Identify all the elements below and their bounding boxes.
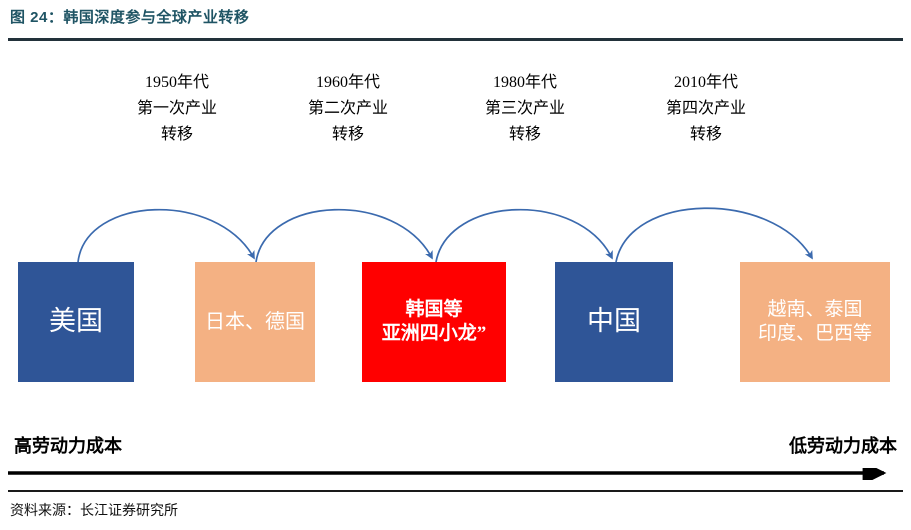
country-box-emerging-label: 越南、泰国 印度、巴西等	[758, 298, 872, 346]
phase-caption-4: 2010年代 第四次产业 转移	[621, 70, 791, 148]
country-box-china-label: 中国	[587, 306, 641, 337]
labor-cost-low-label: 低劳动力成本	[789, 436, 897, 456]
phase-wave-3: 第三次产业	[484, 100, 565, 117]
phase-era-4: 2010年代	[673, 74, 738, 91]
country-box-korea-line1: 韩国等	[405, 299, 463, 321]
transfer-arrow-2	[255, 208, 433, 263]
phase-wave-2: 第二次产业	[307, 100, 388, 117]
phase-wave-1: 第一次产业	[136, 100, 217, 117]
country-box-korea-label: 韩国等 亚洲四小龙”	[382, 298, 487, 346]
phase-era-2: 1960年代	[315, 74, 380, 91]
country-box-emerging-line1: 越南、泰国	[767, 299, 863, 321]
source-note: 资料来源：长江证券研究所	[10, 504, 178, 519]
country-box-japan-germany-label: 日本、德国	[205, 310, 305, 333]
footer-divider	[8, 490, 903, 492]
phase-move-3: 转移	[508, 126, 541, 143]
country-box-japan-germany[interactable]: 日本、德国	[195, 262, 315, 382]
labor-cost-high-label: 高劳动力成本	[14, 436, 122, 456]
phase-move-2: 转移	[331, 126, 364, 143]
transfer-arrow-1	[77, 208, 255, 263]
phase-move-4: 转移	[689, 126, 722, 143]
country-box-usa[interactable]: 美国	[18, 262, 134, 382]
country-box-korea-line2: 亚洲四小龙”	[381, 323, 487, 344]
phase-era-3: 1980年代	[492, 74, 557, 91]
transfer-arrow-3	[435, 208, 613, 263]
page-title: 图 24：韩国深度参与全球产业转移	[10, 9, 250, 26]
labor-cost-axis-arrow	[8, 468, 887, 480]
phase-caption-3: 1980年代 第三次产业 转移	[440, 70, 610, 148]
phase-wave-4: 第四次产业	[665, 100, 746, 117]
title-divider	[8, 38, 903, 41]
phase-caption-2: 1960年代 第二次产业 转移	[263, 70, 433, 148]
country-box-emerging[interactable]: 越南、泰国 印度、巴西等	[740, 262, 890, 382]
phase-era-1: 1950年代	[144, 74, 209, 91]
country-box-korea-asian-tigers[interactable]: 韩国等 亚洲四小龙”	[362, 262, 506, 382]
country-box-emerging-line2: 印度、巴西等	[757, 323, 872, 344]
country-box-china[interactable]: 中国	[555, 262, 673, 382]
country-box-usa-label: 美国	[49, 306, 103, 337]
phase-caption-1: 1950年代 第一次产业 转移	[92, 70, 262, 148]
transfer-arrow-4	[615, 207, 813, 263]
phase-move-1: 转移	[160, 126, 193, 143]
